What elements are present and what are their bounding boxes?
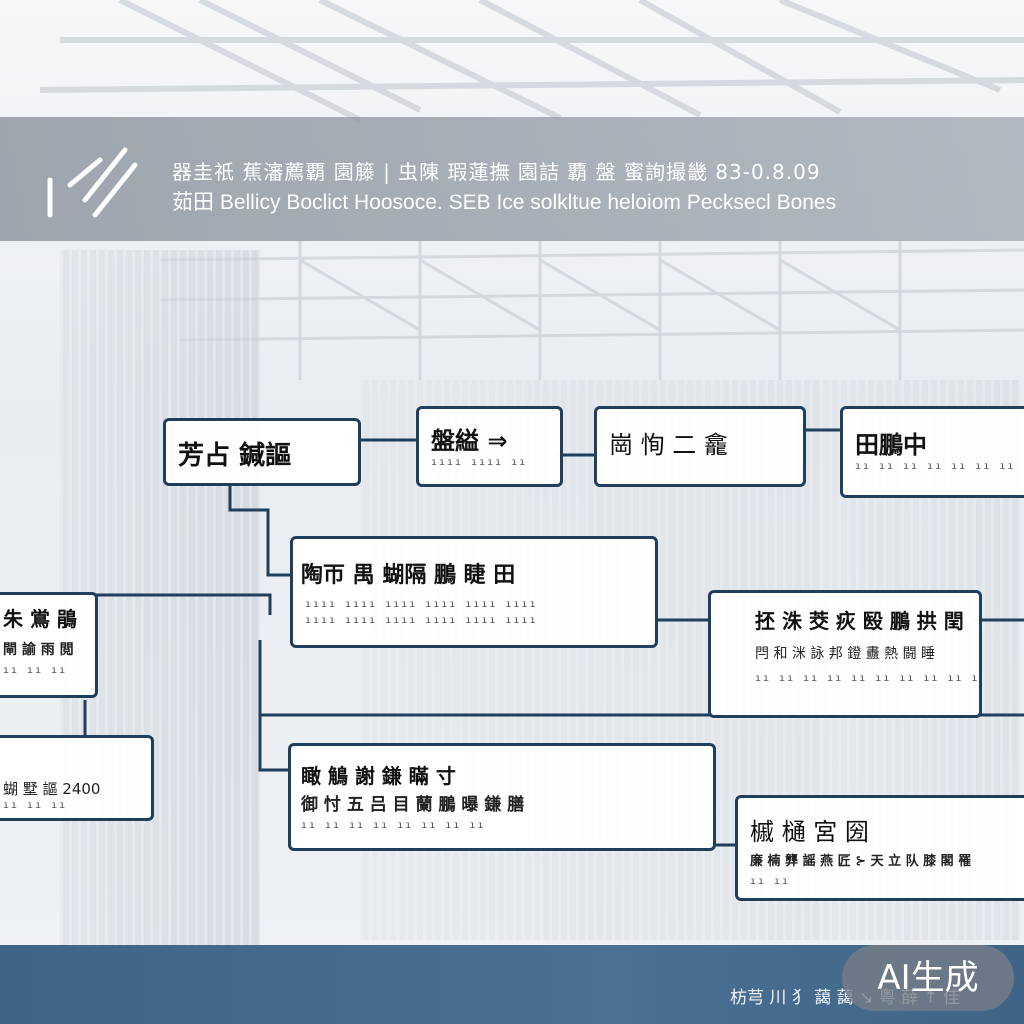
- node-box-8: 蝴 墅 謳 2400 ıı ıı ıı: [0, 735, 154, 821]
- node-title: 陶帀 禺 蝴隔 鵬 睫 田: [301, 563, 516, 588]
- banner-title: 器圭祇 蕉瀋薦覇 園籐 | 虫陳 瑕蓮撫 園詰 覇 盤 蜜詢撮畿 83-0.8.…: [172, 160, 821, 184]
- node-box-3: 崗 恂 ⼆ 龕: [594, 406, 806, 487]
- node-detail: ıı ıı ıı: [3, 665, 68, 676]
- node-subtitle: 閘 諭 雨 閲: [3, 642, 74, 658]
- ai-generated-badge: AI生成: [842, 945, 1014, 1011]
- node-detail: ıı ıı: [750, 876, 791, 887]
- node-detail: ıı ıı ıı ıı ıı ıı ıı ıı: [855, 461, 1024, 472]
- node-title: 芳占 鍼謳: [178, 441, 292, 471]
- node-box-10: 槭 樋 宮 圀 廉 楠 龏 謡 燕 匠 ⊱ 天 立 队 膝 閣 罹 ıı ıı: [735, 795, 1024, 901]
- node-title: 盤縊 ⇒: [431, 427, 508, 455]
- node-title: 崗 恂 ⼆ 龕: [609, 431, 728, 459]
- node-subtitle: 廉 楠 龏 謡 燕 匠 ⊱ 天 立 队 膝 閣 罹: [750, 854, 972, 869]
- node-box-5: 陶帀 禺 蝴隔 鵬 睫 田 ıııı ıııı ıııı ıııı ıııı ı…: [290, 536, 658, 648]
- node-title: 田鵬中: [855, 431, 927, 459]
- logo-icon: [47, 147, 138, 218]
- node-title: 抷 洙 茭 疢 殹 鵬 拱 閏: [755, 609, 964, 633]
- node-detail: ıııı ıııı ıııı ıııı ıııı ıııı: [305, 599, 538, 610]
- node-title: 槭 樋 宮 圀: [750, 818, 869, 846]
- node-box-2: 盤縊 ⇒ ıııı ıııı ıı: [416, 406, 563, 487]
- node-subtitle: 御 忖 五 吕 目 蘭 鵬 曝 鎌 膳: [301, 795, 525, 815]
- node-detail: ıı ıı ıı: [3, 800, 68, 811]
- header-banner: [0, 117, 1024, 241]
- node-box-6: 抷 洙 茭 疢 殹 鵬 拱 閏 閂 和 洣 詠 邦 鐙 䀌 熱 闘 睡 ıı ı…: [708, 590, 982, 718]
- node-title: 瞰 鵤 謝 鎌 瞞 寸: [301, 764, 456, 788]
- node-detail: ıı ıı ıı ıı ıı ıı ıı ıı ıı ıı: [755, 673, 982, 684]
- node-detail: ıııı ıııı ıı: [431, 457, 528, 468]
- node-subtitle: 閂 和 洣 詠 邦 鐙 䀌 熱 闘 睡: [755, 646, 936, 662]
- banner-subtitle: 茹田 Bellicy Boclict Hoosoce. SEB Ice solk…: [172, 191, 837, 214]
- node-box-7: 朱 鴬 鵑 閘 諭 雨 閲 ıı ıı ıı: [0, 592, 98, 698]
- background-roof-structure: [39, 0, 1024, 380]
- node-box-9: 瞰 鵤 謝 鎌 瞞 寸 御 忖 五 吕 目 蘭 鵬 曝 鎌 膳 ıı ıı ıı…: [288, 743, 716, 851]
- connector-n5-n9: [258, 640, 290, 772]
- node-detail: ıııı ıııı ıııı ıııı ıııı ıııı: [305, 615, 538, 626]
- node-box-4: 田鵬中 ıı ıı ıı ıı ıı ıı ıı ıı: [840, 406, 1024, 498]
- connector-n1-n5: [228, 480, 292, 577]
- connector-n7-n5: [90, 593, 272, 615]
- node-detail: ıı ıı ıı ıı ıı ıı ıı ıı: [301, 820, 486, 831]
- node-subtitle: 蝴 墅 謳 2400: [3, 780, 101, 798]
- node-box-1: 芳占 鍼謳: [163, 418, 361, 486]
- node-title: 朱 鴬 鵑: [3, 607, 77, 631]
